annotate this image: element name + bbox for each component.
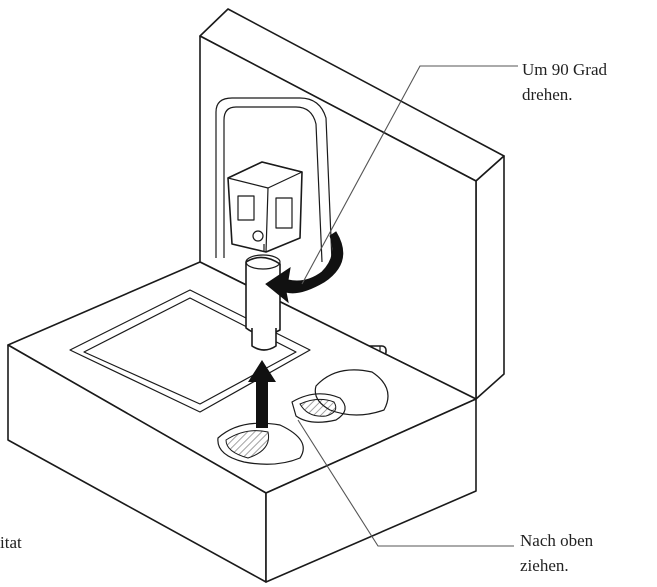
pull-leader-line xyxy=(297,419,514,547)
left-slot-hatch xyxy=(225,430,270,459)
left-slot xyxy=(217,422,304,465)
rotate-leader-line xyxy=(301,65,518,285)
lid-recess-inner xyxy=(223,106,323,263)
lid-side-face xyxy=(475,155,505,400)
lid-recess xyxy=(215,97,333,263)
device-clip xyxy=(275,197,293,229)
device-head xyxy=(227,161,303,253)
callout-cutoff-left: itat xyxy=(0,533,22,552)
callout-rotate-line1: Um 90 Grad xyxy=(522,60,607,79)
callout-pull-line2: ziehen. xyxy=(520,556,569,575)
device-window xyxy=(237,195,255,221)
middle-slot xyxy=(291,393,346,423)
device-tip xyxy=(251,328,277,351)
right-slot xyxy=(314,369,389,416)
callout-pull: Nach oben ziehen. xyxy=(520,528,593,578)
main-cavity xyxy=(69,289,311,413)
pull-up-arrow-icon xyxy=(248,360,276,428)
rotate-arrow-icon xyxy=(265,231,344,304)
case-base xyxy=(7,261,477,583)
device-head-top xyxy=(227,161,303,189)
callout-pull-line1: Nach oben xyxy=(520,531,594,550)
callout-rotate: Um 90 Grad drehen. xyxy=(522,57,607,107)
main-cavity-inner xyxy=(83,297,297,405)
device xyxy=(227,161,303,351)
base-side-face xyxy=(265,398,477,583)
callout-rotate-line2: drehen. xyxy=(522,85,573,104)
